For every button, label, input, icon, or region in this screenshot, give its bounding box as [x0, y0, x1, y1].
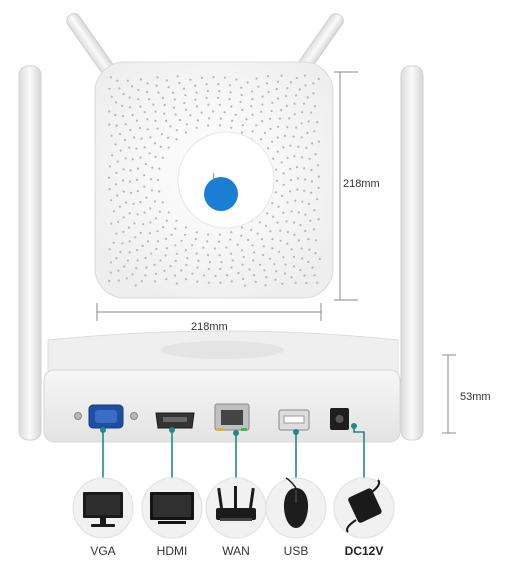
depth-label: 218mm [343, 178, 380, 190]
rear-antenna-right [400, 65, 424, 441]
power-adapter-icon [333, 477, 395, 539]
logo-badge [204, 177, 238, 211]
width-dimension [96, 303, 322, 321]
router-icon [205, 477, 267, 539]
connector-lines [100, 422, 365, 478]
height-dimension [442, 354, 456, 434]
port-label-hdmi: HDMI [156, 544, 188, 558]
width-label: 218mm [191, 321, 228, 333]
vga-port [74, 404, 138, 429]
port-label-dc12v: DC12V [344, 544, 384, 558]
depth-dimension [334, 71, 358, 301]
height-label: 53mm [460, 391, 491, 403]
dc-port [330, 408, 349, 430]
hdmi-port [155, 412, 195, 429]
mouse-icon [265, 477, 327, 539]
brand-logo: I [212, 172, 217, 183]
port-label-vga: VGA [90, 544, 116, 558]
port-label-usb: USB [283, 544, 309, 558]
port-label-wan: WAN [222, 544, 250, 558]
recorder-top-view: I [94, 61, 334, 299]
tv-icon [141, 477, 203, 539]
monitor-icon [72, 477, 134, 539]
usb-port [278, 409, 310, 431]
rear-antenna-left [18, 65, 42, 441]
wan-port [214, 403, 250, 431]
